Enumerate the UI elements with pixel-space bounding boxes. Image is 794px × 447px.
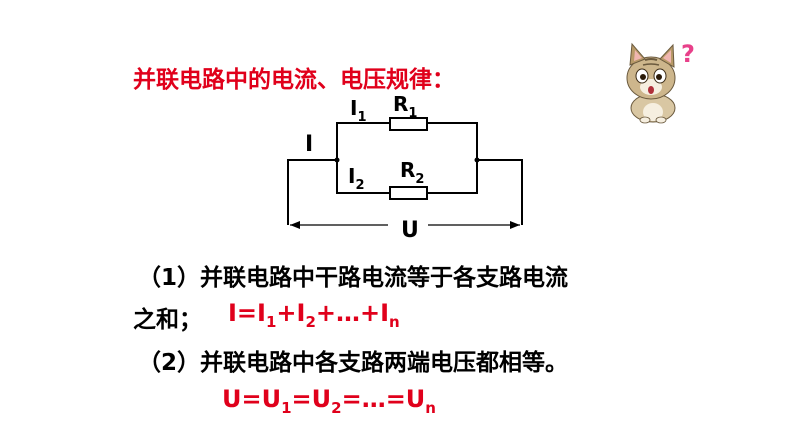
parallel-circuit-diagram: I I1 R1 I2 R2 U xyxy=(287,92,523,243)
junction-right xyxy=(474,157,480,163)
label-i-main: I xyxy=(305,132,313,157)
label-u: U xyxy=(401,218,419,243)
circuit-bottom-branch-right xyxy=(427,160,478,194)
circuit-right-lead xyxy=(477,159,523,225)
voltage-formula: U=U1=U2=…=Un xyxy=(222,385,436,417)
label-i2: I2 xyxy=(348,164,365,193)
rule1-line2: 之和； xyxy=(133,307,202,333)
circuit-top-branch-left xyxy=(336,122,390,160)
label-r2: R2 xyxy=(400,158,424,187)
arrowhead-right xyxy=(510,221,520,229)
label-i1: I1 xyxy=(350,96,367,125)
junction-left xyxy=(334,157,340,163)
circuit-bottom-branch-left xyxy=(336,160,390,194)
current-formula: I=I1+I2+…+In xyxy=(228,299,400,331)
rule2-line1: （2）并联电路中各支路两端电压都相等。 xyxy=(138,350,569,376)
page-title: 并联电路中的电流、电压规律： xyxy=(133,67,455,93)
circuit-left-lead xyxy=(287,159,337,225)
circuit-top-branch-right xyxy=(427,122,478,160)
question-mark: ? xyxy=(681,40,695,68)
resistor-r2 xyxy=(389,186,428,200)
confused-cat-icon: ? xyxy=(626,40,695,124)
rule1-line1: （1）并联电路中干路电流等于各支路电流 xyxy=(138,265,569,291)
label-r1: R1 xyxy=(393,92,417,121)
arrowhead-left xyxy=(290,221,300,229)
